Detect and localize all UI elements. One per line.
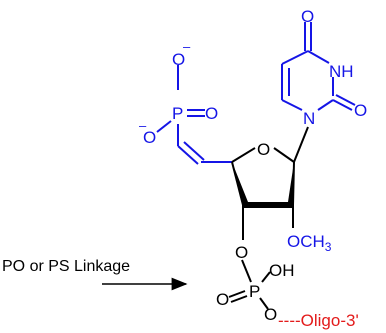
linkage-label: PO or PS Linkage: [2, 258, 130, 275]
methoxy-carbon: CH: [300, 232, 325, 251]
linkage-hydroxyl: OH: [269, 261, 295, 280]
linkage-ester-oxygen: O: [235, 243, 248, 262]
phosphonate-left-charge: –: [139, 118, 147, 133]
oligo-3-prime-label: ----Oligo-3': [278, 311, 359, 330]
uracil-base: [281, 22, 356, 111]
uracil-nh: NH: [329, 62, 354, 81]
linkage-double-oxygen: O: [216, 290, 229, 309]
methoxy-subscript: 3: [325, 240, 332, 254]
phosphonate-top-oxygen: O: [172, 50, 185, 69]
linkage-phosphorus: P: [249, 282, 260, 301]
uracil-n1: N: [303, 109, 315, 128]
methoxy-oxygen: O: [287, 232, 300, 251]
uracil-right-oxygen: O: [354, 101, 367, 120]
methoxy-group: OCH3: [287, 232, 332, 254]
phosphonate-p: P: [172, 104, 183, 123]
phosphonate-double-oxygen: O: [205, 104, 218, 123]
phosphonate-top-charge: –: [183, 39, 191, 54]
vinyl-phosphonate: [156, 65, 205, 165]
ribose-wedge-left: [232, 162, 248, 205]
linkage-phosphate-bonds: [228, 259, 271, 310]
ribose-ring-oxygen: O: [257, 140, 270, 159]
uracil-top-oxygen: O: [301, 7, 314, 26]
linkage-bottom-oxygen: O: [264, 305, 277, 324]
phosphonate-left-oxygen: O: [143, 128, 156, 147]
ribose-wedge-right: [288, 162, 294, 205]
